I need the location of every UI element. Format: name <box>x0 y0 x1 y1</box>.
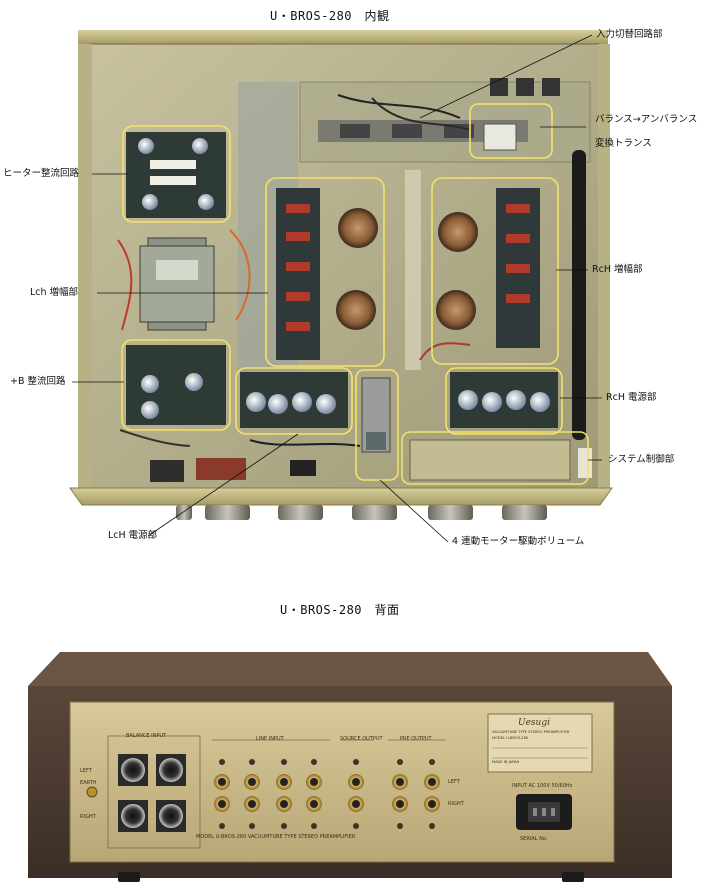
label-left-xlr: LEFT <box>80 768 92 774</box>
label-pre-output: PRE OUTPUT <box>400 736 432 742</box>
xlr-connectors <box>118 754 186 832</box>
case-top <box>28 652 672 686</box>
nameplate-line-3: MADE IN JAPAN <box>492 760 520 764</box>
callout-input-switch: 入力切替回路部 <box>596 29 663 40</box>
interior-title: U・BROS-280 内観 <box>270 9 390 23</box>
callout-b-rectifier: +B 整流回路 <box>10 376 66 387</box>
callout-lch-power: LcH 電源部 <box>108 530 158 541</box>
highlight-volume <box>355 369 399 481</box>
label-serial: SERIAL No. <box>520 836 548 842</box>
interior-photo <box>69 30 613 543</box>
nameplate-line-1: VACUUMTUBE TYPE STEREO PREAMPLIFIER <box>492 730 570 734</box>
label-model-line: MODEL U-BROS-280 VACUUMTUBE TYPE STEREO … <box>196 834 356 840</box>
highlight-lch-amp <box>265 177 385 367</box>
label-line-input: LINE INPUT <box>256 736 284 742</box>
rear-panel-labels: BALANCE INPUT LINE INPUT SOURCE OUTPUT P… <box>0 640 705 896</box>
highlight-b-rectifier <box>121 339 231 431</box>
callout-transformer: 変換トランス <box>595 138 652 149</box>
label-right-rca: RIGHT <box>448 801 464 807</box>
highlight-transformer <box>469 103 553 159</box>
highlight-rch-power <box>445 367 563 435</box>
nameplate-line-2: MODEL U-BROS-280 <box>492 736 529 740</box>
label-earth: EARTH <box>80 780 97 786</box>
callout-rch-amp: RcH 増幅部 <box>592 264 643 275</box>
rca-jacks-left <box>214 774 440 790</box>
callout-volume: 4 連動モーター駆動ボリューム <box>452 536 585 547</box>
highlight-system-control <box>401 431 589 485</box>
label-left-rca: LEFT <box>448 779 460 785</box>
rear-photo <box>28 652 672 882</box>
chassis-right-rail <box>598 44 610 490</box>
callout-heater-rectifier: ヒーター整流回路 <box>3 168 80 179</box>
rear-title: U・BROS-280 背面 <box>280 603 400 617</box>
label-balance-input: BALANCE INPUT <box>126 733 167 739</box>
callout-system-control: システム制御部 <box>608 454 675 465</box>
chassis-rear-lip <box>78 30 608 44</box>
callout-lch-amp: Lch 増幅部 <box>30 287 79 298</box>
front-knobs <box>176 505 547 520</box>
front-panel-lip <box>69 487 613 506</box>
highlight-lch-power <box>235 367 353 435</box>
chassis-left-rail <box>78 44 92 490</box>
label-source-output: SOURCE OUTPUT <box>340 736 383 742</box>
label-right-xlr: RIGHT <box>80 814 96 820</box>
label-input-power: INPUT AC 100V 50/60Hz <box>512 783 573 789</box>
nameplate <box>487 713 593 773</box>
callout-balance-unbalance: バランス→アンバランス <box>595 114 698 125</box>
rca-jacks-right <box>214 796 440 812</box>
brand-logo: Uesugi <box>518 718 550 728</box>
highlight-rch-amp <box>431 177 559 365</box>
callout-rch-power: RcH 電源部 <box>606 392 657 403</box>
